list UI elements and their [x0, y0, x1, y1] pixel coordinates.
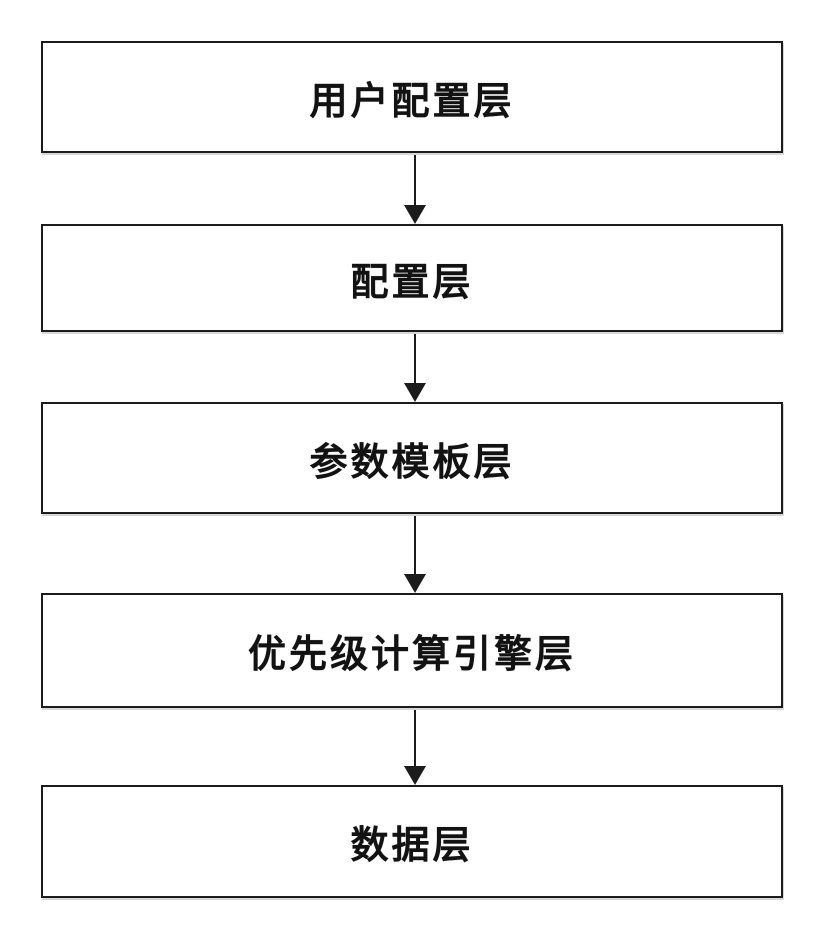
arrow-line — [414, 155, 416, 205]
box-label: 数据层 — [350, 823, 474, 867]
arrow-head-icon — [404, 205, 426, 224]
box-label: 配置层 — [350, 259, 474, 304]
down-arrow-4 — [404, 710, 426, 785]
flow-box-user-config-layer: 用户配置层 — [41, 41, 783, 153]
down-arrow-2 — [404, 334, 426, 402]
arrow-line — [414, 516, 416, 574]
down-arrow-3 — [404, 516, 426, 593]
arrow-line — [414, 710, 416, 766]
flow-box-parameter-template-layer: 参数模板层 — [41, 402, 783, 514]
arrow-line — [414, 334, 416, 383]
arrow-head-icon — [404, 574, 426, 593]
box-label: 优先级计算引擎层 — [247, 632, 576, 676]
box-label: 用户配置层 — [309, 78, 515, 123]
down-arrow-1 — [404, 155, 426, 224]
arrow-head-icon — [404, 766, 426, 785]
flow-box-config-layer: 配置层 — [41, 224, 783, 332]
flow-box-priority-calc-engine-layer: 优先级计算引擎层 — [41, 593, 783, 708]
flow-box-data-layer: 数据层 — [41, 785, 783, 898]
arrow-head-icon — [404, 383, 426, 402]
box-label: 参数模板层 — [309, 439, 515, 484]
